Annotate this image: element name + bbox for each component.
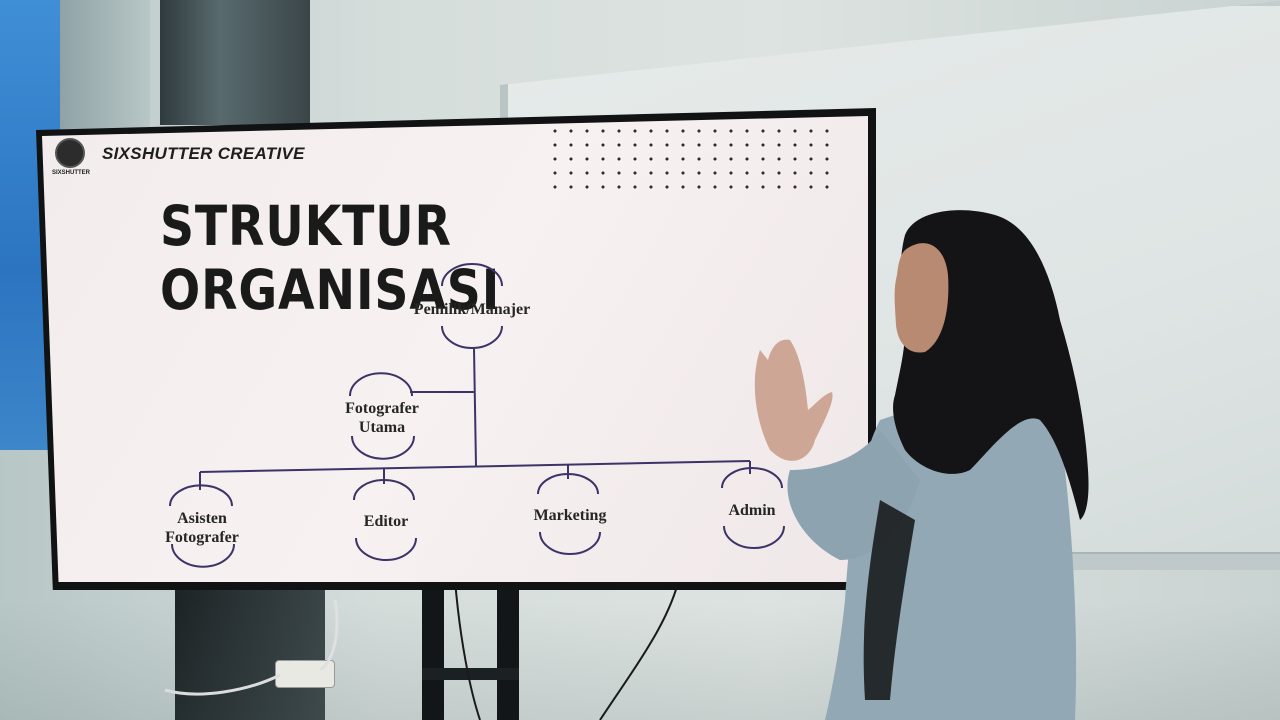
presenter-hijab-drape: [863, 500, 915, 700]
org-node-bottom-1: Asisten Fotografer: [165, 510, 239, 546]
node-arc-b2-lower: [355, 537, 417, 561]
node-arc-top-lower: [441, 325, 503, 349]
org-node-bottom-3: Marketing: [533, 507, 607, 524]
presenter-face: [894, 243, 949, 353]
connector-top-vertical: [473, 347, 477, 467]
camera-aperture-icon: [55, 138, 85, 168]
tv-stand-leg-left: [422, 580, 444, 720]
node-arc-b4-upper: [721, 467, 783, 489]
connector-horizontal: [199, 460, 751, 473]
node-arc-b1-lower: [171, 543, 235, 568]
node-arc-b1-upper: [169, 484, 233, 507]
pillar-base: [175, 585, 325, 720]
node-arc-b3-upper: [537, 473, 599, 495]
org-node-top: Pemilik/Manajer: [413, 301, 531, 318]
tv-stand-leg-right: [497, 580, 519, 720]
org-node-bottom-2: Editor: [363, 513, 409, 530]
presenter-hand: [754, 339, 833, 461]
node-arc-side-upper: [349, 372, 413, 397]
slide-title: STRUKTUR ORGANISASI: [160, 194, 501, 322]
node-arc-b2-upper: [353, 479, 415, 501]
org-chart-connectors: [169, 263, 785, 568]
node-arc-b4-lower: [723, 525, 785, 549]
node-arc-top-upper: [441, 263, 503, 287]
logo-text: SIXSHUTTER: [52, 170, 91, 176]
brand-logo: SIXSHUTTER: [52, 138, 91, 176]
pillar: [160, 0, 310, 125]
brand-name: SIXSHUTTER CREATIVE: [102, 144, 305, 163]
node-arc-b3-lower: [539, 531, 601, 555]
tv-stand-crossbar: [422, 668, 519, 680]
dot-pattern-decoration: [547, 124, 837, 194]
whiteboard-rail: [1070, 552, 1280, 570]
org-node-side: Fotografer Utama: [345, 400, 419, 436]
org-node-bottom-4: Admin: [728, 502, 776, 519]
presentation-slide: SIXSHUTTER SIXSHUTTER CREATIVE STRUKTUR …: [42, 116, 868, 582]
node-arc-side-lower: [351, 435, 415, 460]
